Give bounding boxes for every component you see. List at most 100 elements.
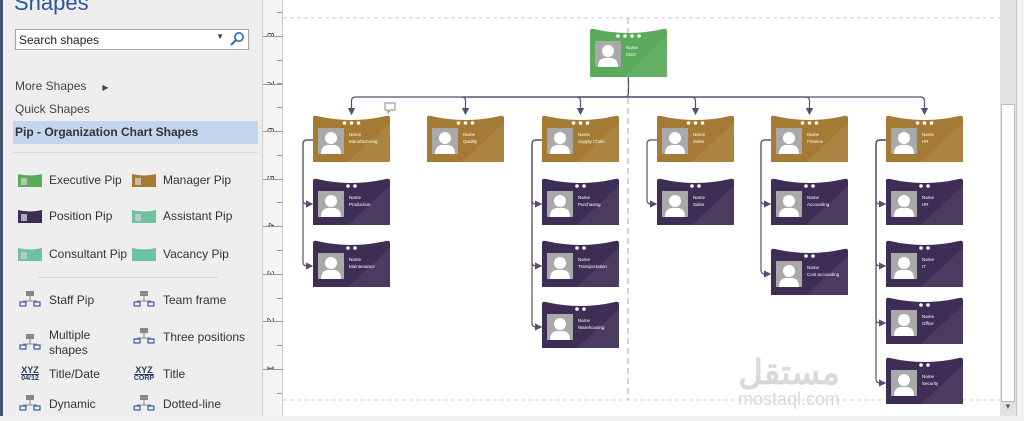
connector <box>628 96 929 116</box>
vacancy-pip-icon <box>131 245 157 263</box>
vertical-scrollbar[interactable]: ▼ <box>1000 0 1016 416</box>
card-title: Production <box>349 202 371 207</box>
quick-shapes-item[interactable]: Quick Shapes <box>15 102 90 116</box>
card-name: Name <box>578 318 591 323</box>
more-shapes-menu[interactable]: More Shapes▶ <box>15 79 109 93</box>
scrollbar-thumb[interactable] <box>1001 104 1015 402</box>
stencil-pip-org-chart[interactable]: Pip - Organization Chart Shapes <box>13 121 258 144</box>
connector <box>760 139 772 208</box>
team-frame-icon <box>131 291 157 309</box>
shape-consultant-pip[interactable]: Consultant Pip <box>17 245 132 263</box>
shape-executive-pip[interactable]: Executive Pip <box>17 171 132 189</box>
dropdown-arrow-icon[interactable]: ▼ <box>216 32 224 41</box>
search-placeholder: Search shapes <box>19 33 100 47</box>
watermark-latin: mostaql.com <box>738 389 841 409</box>
shape-label: Consultant Pip <box>49 246 128 261</box>
card-name: Name <box>922 374 935 379</box>
scroll-down-icon[interactable]: ▼ <box>1004 402 1012 411</box>
card-name: Name <box>693 195 706 200</box>
panel-title: Shapes <box>14 0 89 15</box>
card-title: Transportation <box>578 264 607 269</box>
shape-label: Title/Date <box>49 366 100 381</box>
shape-label: Assistant Pip <box>163 208 233 223</box>
divider <box>38 277 218 278</box>
connector <box>628 96 700 116</box>
manager-pip-icon <box>131 171 157 189</box>
card-name: Name <box>578 257 591 262</box>
search-shapes-input[interactable]: Search shapes ▼ <box>15 29 249 50</box>
card-name: Name <box>349 195 362 200</box>
card-name: Name <box>922 314 935 319</box>
shape-label: Team frame <box>163 292 227 307</box>
card-title: Supply Chain <box>578 139 605 144</box>
search-icon[interactable] <box>229 31 245 47</box>
card-title: Finance <box>807 139 824 144</box>
shape-label: Manager Pip <box>163 172 232 187</box>
card-title: HR <box>922 139 929 144</box>
connector <box>302 139 314 270</box>
shape-vacancy-pip[interactable]: Vacancy Pip <box>131 245 246 263</box>
dotted-line-icon <box>131 395 157 413</box>
shape-position-pip[interactable]: Position Pip <box>17 207 132 225</box>
connector <box>875 139 887 327</box>
shape-label: Three positions <box>163 329 246 344</box>
card-title: CEO <box>626 52 636 57</box>
consultant-pip-icon <box>17 245 43 263</box>
connector <box>302 139 314 208</box>
shape-three-positions[interactable]: Three positions <box>131 328 246 346</box>
shape-label: Multiple shapes <box>49 328 91 357</box>
card-name: Name <box>922 132 935 137</box>
shape-dynamic-connector[interactable]: Dynamic <box>17 395 132 413</box>
shape-multiple-shapes[interactable]: Multiple shapes <box>17 328 132 358</box>
card-title: IT <box>922 264 926 269</box>
shape-staff-pip[interactable]: Staff Pip <box>17 291 132 309</box>
shape-label: Dynamic <box>49 396 96 411</box>
comment-icon[interactable] <box>384 102 396 115</box>
card-name: Name <box>578 195 591 200</box>
card-title: Cost accounting <box>807 272 840 277</box>
executive-pip-icon <box>17 171 43 189</box>
shape-team-frame[interactable]: Team frame <box>131 291 246 309</box>
card-title: Office <box>922 321 934 326</box>
connector <box>646 139 658 208</box>
card-title: Security <box>922 381 939 386</box>
shape-assistant-pip[interactable]: Assistant Pip <box>131 207 246 225</box>
card-title: Purchasing <box>578 202 601 207</box>
org-chart: NameCEONameManufacturingNameProductionNa… <box>283 17 1000 404</box>
card-title: Manufacturing <box>349 139 378 144</box>
divider <box>13 152 258 153</box>
card-name: Name <box>807 132 820 137</box>
shape-manager-pip[interactable]: Manager Pip <box>131 171 246 189</box>
shape-label: Executive Pip <box>49 172 122 187</box>
connector <box>461 96 629 116</box>
shape-dotted-line[interactable]: Dotted-line <box>131 395 246 413</box>
card-title: HR <box>922 202 929 207</box>
connector <box>576 96 629 116</box>
position-pip-icon <box>17 207 43 225</box>
watermark-arabic: مستقل <box>738 354 840 392</box>
shape-label: Title <box>163 366 186 381</box>
